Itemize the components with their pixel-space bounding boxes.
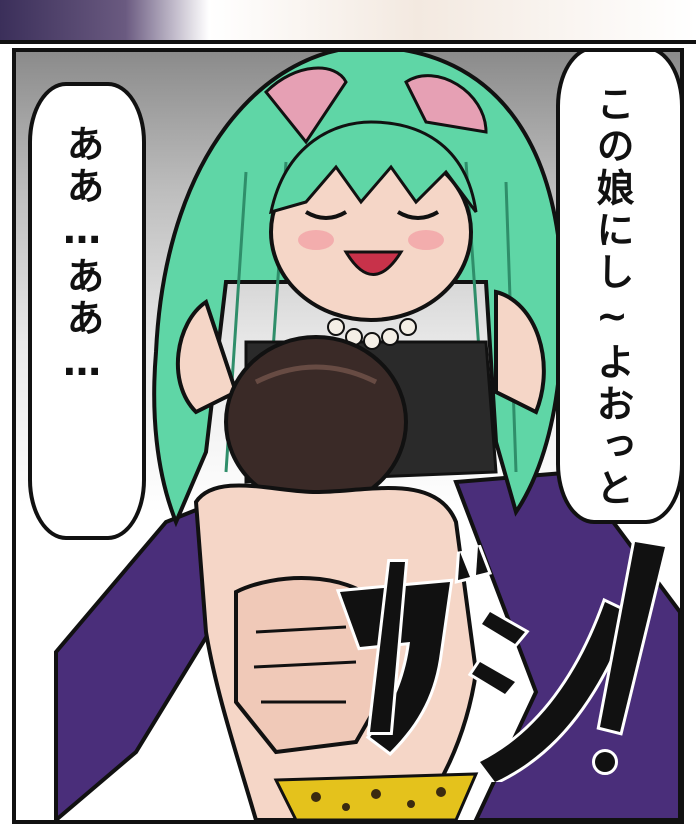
brown-haired-head: [224, 335, 408, 509]
open-mouth: [343, 250, 404, 276]
pink-bow: [263, 66, 348, 145]
sound-effect-gashi: [335, 538, 669, 782]
speech-text-left: ああ…ああ…: [60, 124, 104, 388]
speech-bubble-right: この娘にし~よおっと: [556, 52, 680, 524]
speech-bubble-left: ああ…ああ…: [28, 82, 146, 540]
previous-panel-strip: [0, 0, 696, 44]
manga-panel: ああ…ああ… この娘にし~よおっと: [12, 48, 684, 824]
speech-text-right: この娘にし~よおっと: [590, 84, 634, 510]
